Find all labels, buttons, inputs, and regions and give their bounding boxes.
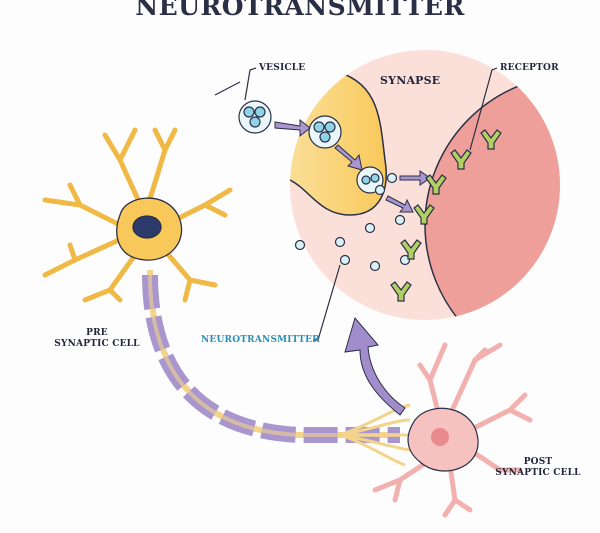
label-pre-line2: SYNAPTIC CELL — [54, 339, 140, 349]
label-neurotransmitter: NEUROTRANSMITTER — [201, 335, 320, 345]
small-arrows — [274, 118, 431, 213]
label-post-line2: SYNAPTIC CELL — [495, 468, 581, 478]
leader-lines — [214, 67, 498, 341]
receptors — [390, 129, 502, 302]
diagram-title: NEUROTRANSMITTER — [135, 0, 465, 21]
presynaptic-cell — [42, 127, 233, 303]
vesicles — [238, 100, 384, 194]
neurotransmitter-molecules — [294, 172, 411, 272]
label-post-synaptic-cell: POST SYNAPTIC CELL — [488, 457, 588, 479]
label-pre-line1: PRE — [86, 328, 108, 338]
label-pre-synaptic-cell: PRE SYNAPTIC CELL — [52, 328, 142, 350]
label-post-line1: POST — [523, 457, 553, 467]
label-receptor: RECEPTOR — [500, 63, 559, 73]
label-synapse: SYNAPSE — [380, 74, 441, 87]
axon — [142, 269, 411, 467]
curved-arrow — [344, 316, 406, 416]
postsynaptic-cell — [372, 342, 533, 518]
label-vesicle: VESICLE — [259, 63, 306, 73]
